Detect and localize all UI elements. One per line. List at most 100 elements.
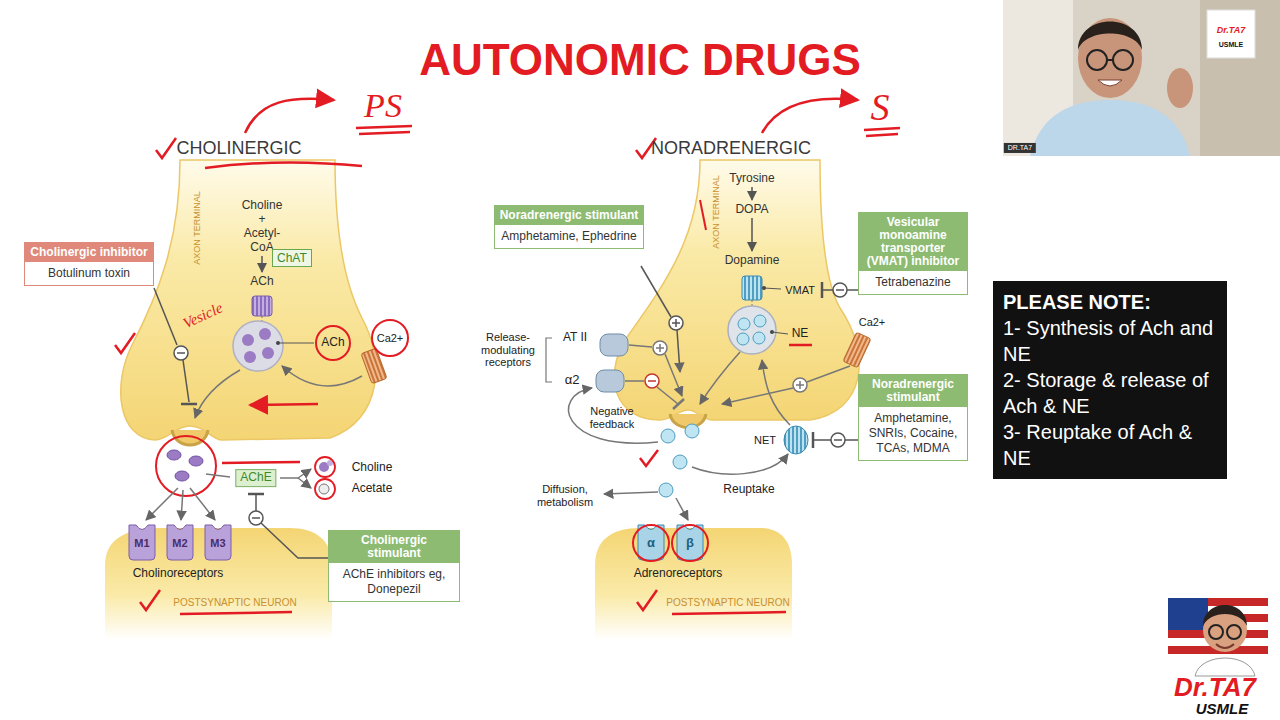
webcam-image [1078,22,1142,51]
brand-logo [1209,625,1223,639]
node-text: DOPA [735,202,768,216]
note-box: PLEASE NOTE:1- Synthesis of Ach and NE2-… [993,281,1227,479]
red-annotations [205,162,362,168]
pathway-step: Tyrosine [729,171,774,185]
neuron-shapes [614,160,859,420]
transporter-label: NET [754,434,776,447]
noradrenergic-parts [764,288,781,289]
cholinergic-parts [175,471,189,481]
logo-text: USMLE [1219,41,1244,49]
process-label: Negative feedback [582,405,642,430]
cholinergic-parts [255,494,257,511]
page-title: AUTONOMIC DRUGS [419,36,861,84]
molecule-text: ACh [250,274,273,288]
noradrenergic-parts [752,300,753,306]
ion-label: Ca2+ [377,332,404,345]
webcam-image [1030,100,1190,156]
red-annotations [866,134,898,136]
cholinergic-parts [183,360,189,402]
noradrenergic-parts [546,338,552,382]
stimulant-box: Noradrenergic stimulantAmphetamine, Ephe… [494,205,644,249]
receptor-label: M1 [134,537,149,550]
noradrenergic-parts [845,439,858,441]
node-text: Choline + Acetyl-CoA [242,198,283,254]
noradrenergic-parts [546,266,871,561]
note-item: 3- Reuptake of Ach & NE [1003,419,1217,471]
webcam-image [1113,50,1133,70]
enzyme-label: AChE [235,469,276,487]
stimulant-box: Noradrenergic stimulantAmphetamine, SNRI… [858,374,968,461]
precursor-text: Choline + Acetyl-CoA [242,198,283,254]
note-heading: PLEASE NOTE: [1003,289,1217,315]
node-text: ChAT [277,251,307,265]
red-annotations [637,590,657,610]
logo-text: Dr.TA7 [1217,25,1245,35]
process-label: Reuptake [723,483,774,497]
box-body: Tetrabenazine [859,271,967,294]
enzyme-box: ChAT [272,249,312,267]
cholinergic-parts [280,477,298,479]
red-annotations [180,612,292,614]
webcam-image [1167,68,1193,108]
transporter-label: VMAT [785,284,815,297]
cholinergic-parts [233,321,283,371]
noradrenergic-parts [772,332,788,334]
noradrenergic-parts [836,289,844,291]
node-text: Tyrosine [729,171,774,185]
brand-logo [1227,625,1241,639]
receptor-group-label: Adrenoreceptors [634,567,723,581]
note-item: 2- Storage & release of Ach & NE [1003,367,1217,419]
cholinergic-parts [174,346,188,360]
pathway-step: DOPA [735,202,768,216]
box-heading: Noradrenergic stimulant [859,375,967,407]
webcam-image [1200,0,1280,156]
noradrenergic-parts [625,380,644,382]
noradrenergic-parts [738,318,750,330]
noradrenergic-parts [657,387,678,404]
noradrenergic-parts [813,439,831,441]
cholinergic-parts [252,296,272,316]
red-annotations [356,126,412,128]
noradrenergic-parts [645,374,659,388]
receptor-label: M3 [210,537,225,550]
noradrenergic-parts [793,378,807,392]
noradrenergic-parts [843,332,871,368]
box-body: Botulinum toxin [25,262,153,285]
receptor-label: AT II [563,331,587,345]
cholinergic-parts [319,484,329,494]
pathway-arrow [261,256,263,272]
noradrenergic-parts [675,319,677,327]
noradrenergic-parts [669,316,683,330]
inhibitor-box: Cholinergic inhibitorBotulinum toxin [24,242,154,286]
cholinergic-parts [282,366,362,386]
handwritten-note: S [871,86,890,130]
region-label: AXON TERMINAL [711,175,721,248]
cholinergic-parts [252,517,260,519]
cholinergic-parts [372,320,408,356]
noradrenergic-parts [677,330,680,372]
box-heading: Noradrenergic stimulant [495,206,643,225]
noradrenergic-parts [722,388,793,404]
ion-label: Ca2+ [859,316,886,329]
noradrenergic-parts [604,492,658,494]
red-annotations [115,333,135,353]
molecule-label: Choline [352,461,393,475]
brand-logo [1203,605,1247,626]
noradrenergic-parts [653,341,667,355]
cholinergic-parts [205,525,231,560]
box-body: AChE inhibitors eg, Donepezil [329,563,459,601]
handwritten-note: PS [364,86,402,125]
noradrenergic-parts [737,333,749,345]
neuron-shapes [105,160,859,640]
cholinergic-parts [262,347,274,359]
brand-logo [1168,598,1268,676]
receptor-label: α2 [565,373,580,388]
brand-logo [1168,598,1208,630]
neuron-shapes [121,160,376,440]
cholinergic-parts [129,288,408,560]
receptor-group-label: Release-modulating receptors [476,331,540,369]
noradrenergic-parts [753,332,765,344]
noradrenergic-parts [661,429,675,443]
stimulant-box: Cholinergic stimulantAChE inhibitors eg,… [328,530,460,602]
noradrenergic-parts [633,525,669,561]
